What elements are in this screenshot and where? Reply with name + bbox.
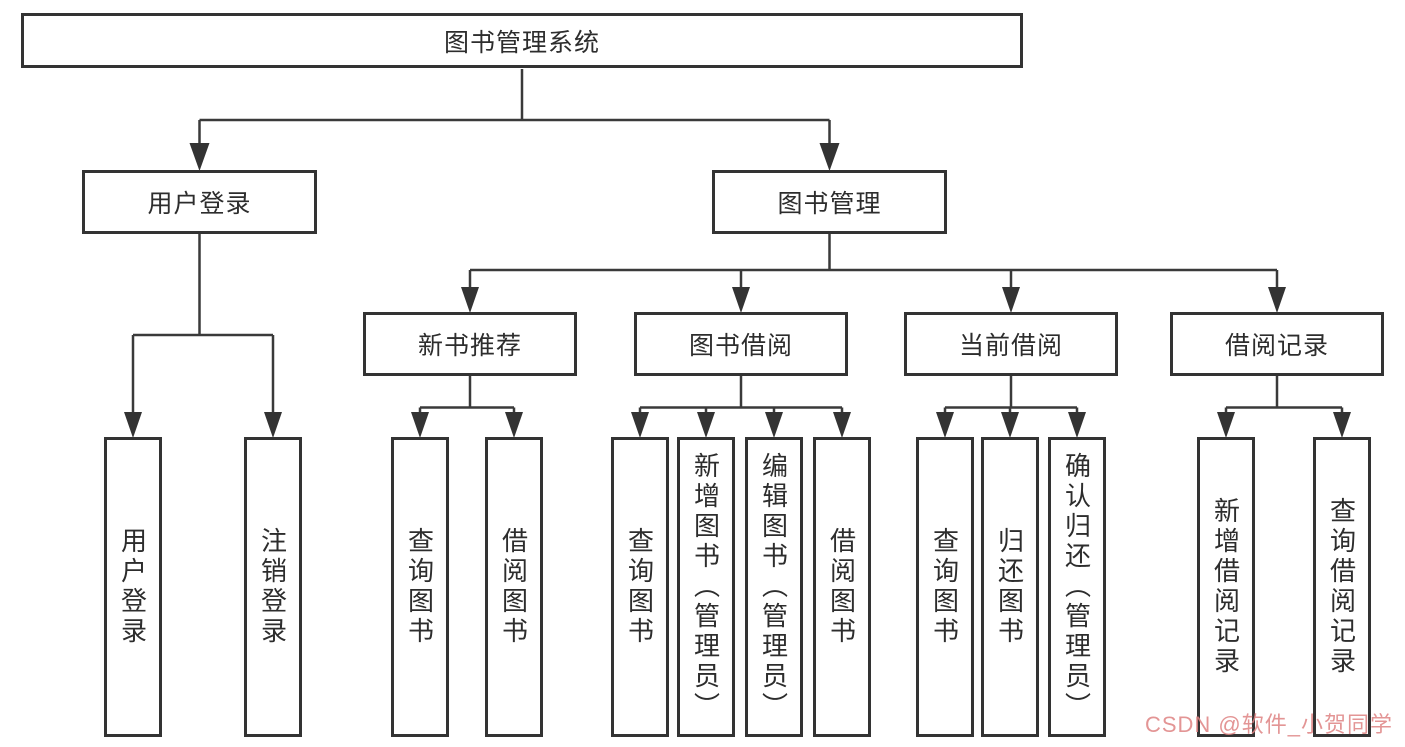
node-logout: 注销登录	[244, 437, 302, 737]
arrow-down-icon	[505, 412, 523, 438]
node-add-borrow-record: 新增借阅记录	[1197, 437, 1255, 737]
arrow-down-icon	[833, 412, 851, 438]
node-add-book-admin: 新增图书（管理员）	[677, 437, 735, 737]
node-book-management: 图书管理	[712, 170, 947, 234]
arrow-down-icon	[189, 143, 210, 171]
connector-user-login	[131, 233, 275, 414]
node-borrow-books-leaf: 借阅图书	[813, 437, 871, 737]
connector-book-borrow	[638, 375, 844, 414]
node-return-book: 归还图书	[981, 437, 1039, 737]
connector-new-book	[418, 375, 516, 414]
arrow-down-icon	[124, 412, 142, 438]
arrow-down-icon	[732, 287, 750, 313]
connector-book-management	[468, 233, 1279, 289]
arrow-down-icon	[411, 412, 429, 438]
arrow-down-icon	[1001, 412, 1019, 438]
csdn-watermark: CSDN @软件_小贺同学	[1144, 712, 1393, 737]
arrow-down-icon	[936, 412, 954, 438]
node-user-login-leaf: 用户登录	[104, 437, 162, 737]
node-query-books-borrow: 查询图书	[611, 437, 669, 737]
node-library-system: 图书管理系统	[21, 13, 1023, 68]
arrow-down-icon	[697, 412, 715, 438]
node-query-borrow-record: 查询借阅记录	[1313, 437, 1371, 737]
arrow-down-icon	[1268, 287, 1286, 313]
arrow-down-icon	[1217, 412, 1235, 438]
connector-root	[198, 69, 831, 146]
arrow-down-icon	[461, 287, 479, 313]
connector-current-borrow	[943, 375, 1079, 414]
arrow-down-icon	[1002, 287, 1020, 313]
node-book-borrow: 图书借阅	[634, 312, 848, 376]
node-new-book-recommend: 新书推荐	[363, 312, 577, 376]
node-edit-book-admin: 编辑图书（管理员）	[745, 437, 803, 737]
arrow-down-icon	[765, 412, 783, 438]
node-user-login: 用户登录	[82, 170, 317, 234]
arrow-down-icon	[1068, 412, 1086, 438]
node-query-books-current: 查询图书	[916, 437, 974, 737]
node-borrow-books-recommend: 借阅图书	[485, 437, 543, 737]
arrow-down-icon	[264, 412, 282, 438]
node-confirm-return-admin: 确认归还（管理员）	[1048, 437, 1106, 737]
node-query-books-recommend: 查询图书	[391, 437, 449, 737]
connector-borrow-records	[1224, 375, 1344, 414]
arrow-down-icon	[1333, 412, 1351, 438]
arrow-down-icon	[631, 412, 649, 438]
arrow-down-icon	[819, 143, 840, 171]
node-current-borrow: 当前借阅	[904, 312, 1118, 376]
node-borrow-records: 借阅记录	[1170, 312, 1384, 376]
